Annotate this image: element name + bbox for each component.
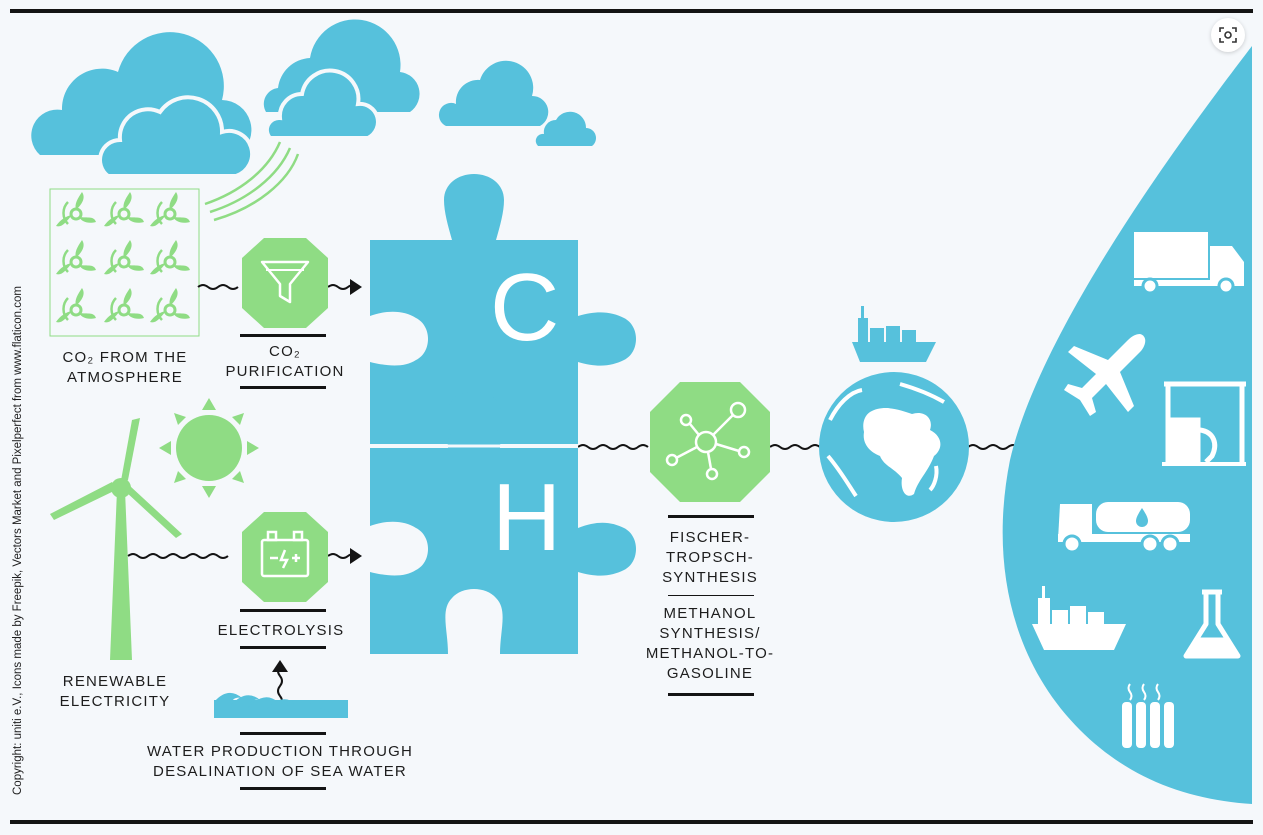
cloud-6 [535,111,597,146]
cargo-ship-icon [1032,586,1126,650]
label-meth-line3: METHANOL-TO- [645,645,775,662]
label-co2-purification: CO₂ PURIFICATION [205,342,365,382]
purification-bar-bottom [240,386,326,389]
synthesis-bar-bottom [668,693,754,696]
network-icon [665,401,751,481]
radiator-icon [1122,683,1174,748]
label-meth-line4: GASOLINE [666,665,754,682]
globe-icon [819,372,969,522]
connector-arrows [127,284,1049,717]
label-ft-line2: TROPSCH- [666,549,754,566]
fuel-drop-shape [1002,46,1252,804]
label-water-production: WATER PRODUCTION THROUGH DESALINATION OF… [120,742,440,782]
label-ft-line3: SYNTHESIS [662,569,758,586]
water-bar-bottom [240,787,326,790]
puzzle-ch [370,174,636,654]
label-renewable-line2: ELECTRICITY [59,693,171,710]
label-fischer-tropsch: FISCHER- TROPSCH- SYNTHESIS [630,528,790,588]
battery-icon [260,530,310,578]
bottom-border [10,820,1253,824]
label-co2-atmosphere-line2: ATMOSPHERE [67,369,183,386]
airplane-icon [1064,334,1146,416]
wind-lines [204,141,300,222]
electrolysis-node [242,512,328,602]
electrolysis-bar-top [240,609,326,612]
ship-icon-small [852,306,936,362]
label-co2-atmosphere-line1: CO₂ FROM THE [62,349,188,366]
copyright-text: Copyright: uniti e.V., Icons made by Fre… [12,286,24,795]
puzzle-piece-c [370,174,636,444]
cloud-5 [438,60,549,126]
label-water-line1: WATER PRODUCTION THROUGH [146,743,414,760]
sea-waves-icon [214,692,348,718]
puzzle-letter-c: C [490,254,560,361]
label-electrolysis: ELECTROLYSIS [217,622,345,639]
label-renewable-electricity: RENEWABLE ELECTRICITY [40,672,190,712]
co2-capture-box [49,188,200,337]
label-co2-purification-line2: PURIFICATION [225,363,345,380]
purification-bar-top [240,334,326,337]
label-renewable-line1: RENEWABLE [62,673,168,690]
puzzle-letter-h: H [492,464,562,571]
fan-grid [54,190,192,324]
water-bar-top [240,732,326,735]
label-water-line2: DESALINATION OF SEA WATER [153,763,407,780]
label-methanol: METHANOL SYNTHESIS/ METHANOL-TO- GASOLIN… [630,604,790,684]
sun-icon [159,398,259,498]
synthesis-node [650,382,770,502]
wind-turbine-icon [50,418,182,660]
label-meth-line2: SYNTHESIS/ [659,625,761,642]
electrolysis-bar-bottom [240,646,326,649]
funnel-icon [260,260,310,304]
top-border [10,9,1253,13]
label-meth-line1: METHANOL [663,605,757,622]
cloud-2 [98,95,255,178]
co2-purification-node [242,238,328,328]
screen-capture-button[interactable] [1211,18,1245,52]
truck-icon [1134,232,1244,295]
fuel-station-icon [1162,381,1246,466]
tanker-truck-icon [1058,502,1190,554]
label-co2-atmosphere: CO₂ FROM THE ATMOSPHERE [40,348,210,388]
clouds-group [31,19,597,178]
cloud-4 [264,68,380,140]
flask-icon [1183,589,1241,659]
label-co2-purification-line1: CO₂ [269,343,301,360]
label-ft-line1: FISCHER- [669,529,751,546]
screen-capture-icon [1219,27,1237,43]
synthesis-bar-top [668,515,754,518]
synthesis-divider [668,595,754,596]
